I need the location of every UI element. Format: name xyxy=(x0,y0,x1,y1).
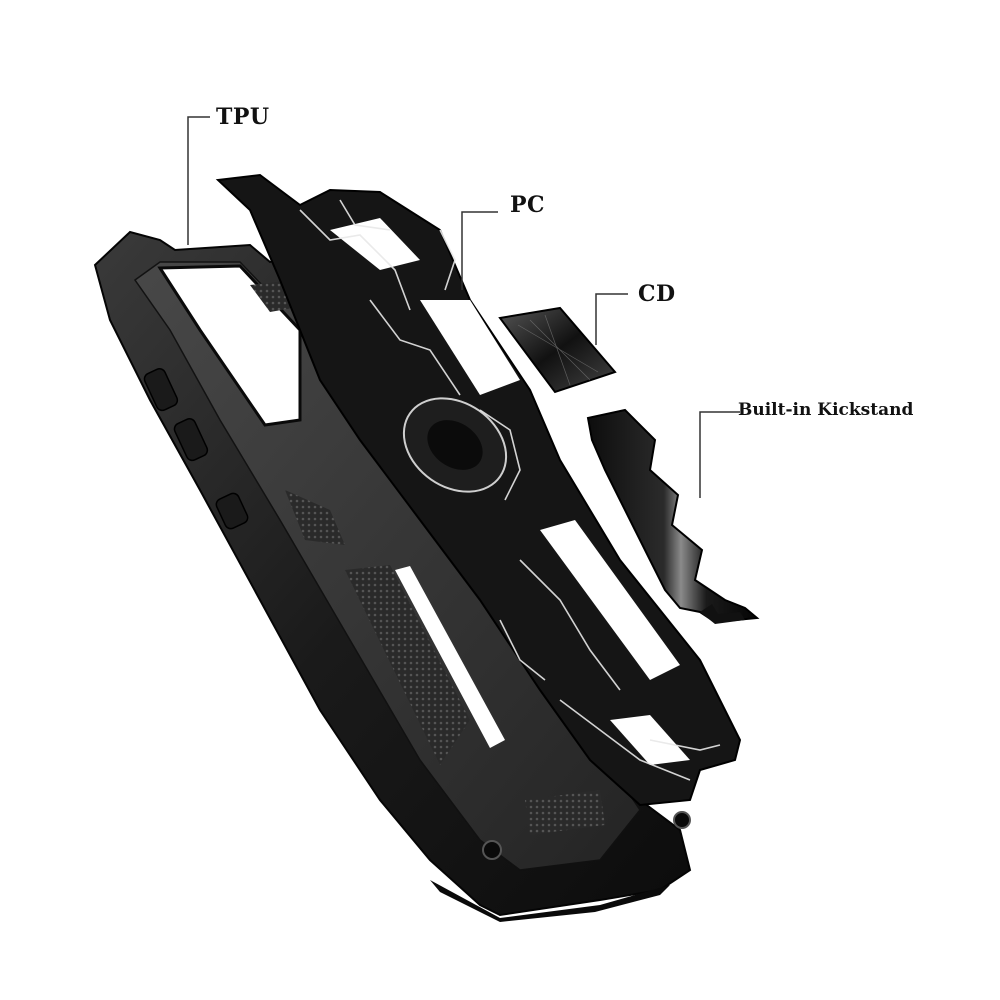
leader-lines xyxy=(187,116,740,498)
cd-leader-line xyxy=(595,293,628,345)
pc-label: PC xyxy=(510,192,546,218)
cd-plate xyxy=(498,306,617,394)
pc-leader-line xyxy=(461,211,498,290)
marble-veins xyxy=(299,199,721,781)
tpu-leader-line xyxy=(187,116,210,245)
tpu-label: TPU xyxy=(216,104,270,130)
cd-label: CD xyxy=(638,281,676,307)
kickstand-leader-line xyxy=(699,411,740,498)
pc-frame xyxy=(215,173,742,807)
tpu-case xyxy=(93,230,692,922)
kickstand-label: Built-in Kickstand xyxy=(738,400,914,420)
kickstand xyxy=(586,408,760,624)
